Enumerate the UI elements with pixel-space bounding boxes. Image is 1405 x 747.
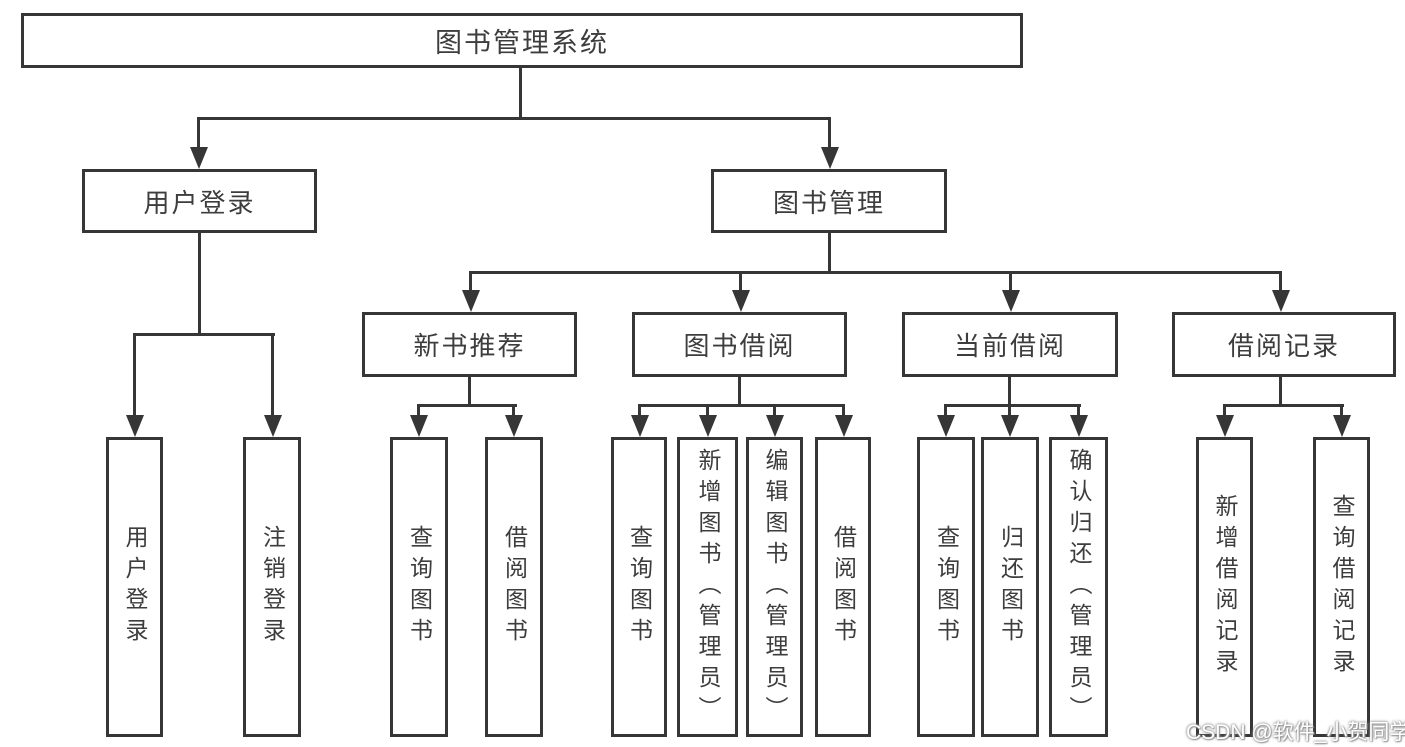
arrow-down-icon: [410, 415, 428, 437]
arrow-down-icon: [126, 415, 144, 437]
leaf-label: 注销登录: [259, 525, 286, 649]
node-label: 新书推荐: [413, 331, 526, 361]
connector-line: [519, 68, 522, 120]
connector-line: [417, 404, 420, 417]
connector-line: [468, 377, 471, 407]
node-library-management-system: 图书管理系统: [21, 13, 1023, 68]
arrow-down-icon: [264, 415, 282, 437]
leaf-edit-books-admin: 编辑图书（管理员）: [746, 437, 803, 737]
leaf-label: 确认归还（管理员）: [1066, 447, 1092, 727]
connector-line: [271, 333, 274, 417]
connector-line: [706, 404, 709, 417]
connector-line: [1340, 404, 1343, 417]
leaf-return-books: 归还图书: [981, 437, 1039, 737]
connector-line: [842, 404, 845, 417]
leaf-label: 归还图书: [997, 525, 1024, 649]
leaf-label: 用户登录: [122, 525, 148, 649]
connector-line: [1008, 377, 1011, 407]
connector-line: [944, 404, 947, 417]
connector-line: [828, 233, 831, 274]
connector-line: [198, 233, 201, 336]
node-current-borrow: 当前借阅: [902, 312, 1118, 377]
connector-line: [1008, 404, 1011, 417]
arrow-down-icon: [732, 290, 750, 312]
connector-line: [1223, 404, 1226, 417]
leaf-label: 查询图书: [626, 525, 653, 649]
leaf-borrow-query-books: 查询图书: [611, 437, 667, 737]
arrow-down-icon: [937, 415, 955, 437]
node-label: 当前借阅: [953, 331, 1066, 361]
arrow-down-icon: [1001, 415, 1019, 437]
node-label: 图书管理系统: [435, 28, 609, 58]
leaf-label: 编辑图书（管理员）: [762, 447, 788, 727]
connector-line: [197, 117, 200, 150]
connector-line: [739, 271, 742, 292]
connector-line: [828, 117, 831, 150]
node-book-borrow: 图书借阅: [632, 312, 847, 377]
connector-line: [638, 404, 845, 407]
leaf-label: 新增图书（管理员）: [695, 447, 721, 727]
connector-line: [133, 333, 136, 417]
arrow-down-icon: [505, 415, 523, 437]
leaf-label: 借阅图书: [501, 525, 528, 649]
node-user-login: 用户登录: [82, 169, 317, 233]
leaf-recommend-borrow-books: 借阅图书: [485, 437, 543, 737]
connector-line: [638, 404, 641, 417]
connector-line: [773, 404, 776, 417]
connector-line: [1009, 271, 1012, 292]
connector-line: [1077, 404, 1080, 417]
connector-line: [1279, 271, 1282, 292]
arrow-down-icon: [190, 147, 208, 169]
leaf-logout-login: 注销登录: [243, 437, 301, 737]
leaf-add-borrow-record: 新增借阅记录: [1196, 437, 1253, 737]
leaf-add-books-admin: 新增图书（管理员）: [677, 437, 738, 737]
leaf-label: 查询图书: [406, 525, 433, 649]
connector-line: [417, 404, 517, 407]
connector-line: [469, 271, 472, 292]
connector-line: [738, 377, 741, 407]
connector-line: [512, 404, 515, 417]
leaf-label: 新增借阅记录: [1212, 494, 1238, 680]
arrow-down-icon: [1216, 415, 1234, 437]
leaf-label: 查询借阅记录: [1329, 494, 1355, 680]
watermark: CSDN @软件_小贺同学: [1186, 721, 1405, 744]
connector-line: [1279, 377, 1282, 407]
arrow-down-icon: [462, 290, 480, 312]
arrow-down-icon: [835, 415, 853, 437]
leaf-user-login: 用户登录: [106, 437, 163, 737]
node-label: 图书管理: [772, 187, 885, 218]
connector-line: [133, 333, 275, 336]
arrow-down-icon: [821, 147, 839, 169]
connector-line: [197, 117, 831, 120]
node-book-management: 图书管理: [711, 169, 947, 233]
node-label: 图书借阅: [683, 331, 796, 361]
arrow-down-icon: [1002, 290, 1020, 312]
node-borrow-record: 借阅记录: [1172, 312, 1396, 377]
arrow-down-icon: [1272, 290, 1290, 312]
node-new-book-recommend: 新书推荐: [362, 312, 577, 377]
connector-line: [469, 271, 1282, 274]
node-label: 借阅记录: [1227, 331, 1340, 361]
connector-line: [944, 404, 1081, 407]
node-label: 用户登录: [143, 187, 256, 218]
leaf-recommend-query-books: 查询图书: [390, 437, 448, 737]
leaf-confirm-return-admin: 确认归还（管理员）: [1049, 437, 1108, 737]
arrow-down-icon: [631, 415, 649, 437]
leaf-label: 借阅图书: [830, 525, 857, 649]
arrow-down-icon: [1070, 415, 1088, 437]
arrow-down-icon: [1333, 415, 1351, 437]
leaf-borrow-books: 借阅图书: [815, 437, 871, 737]
leaf-current-query-books: 查询图书: [917, 437, 975, 737]
arrow-down-icon: [766, 415, 784, 437]
arrow-down-icon: [699, 415, 717, 437]
leaf-query-borrow-record: 查询借阅记录: [1313, 437, 1370, 737]
leaf-label: 查询图书: [933, 525, 960, 649]
connector-line: [1223, 404, 1344, 407]
